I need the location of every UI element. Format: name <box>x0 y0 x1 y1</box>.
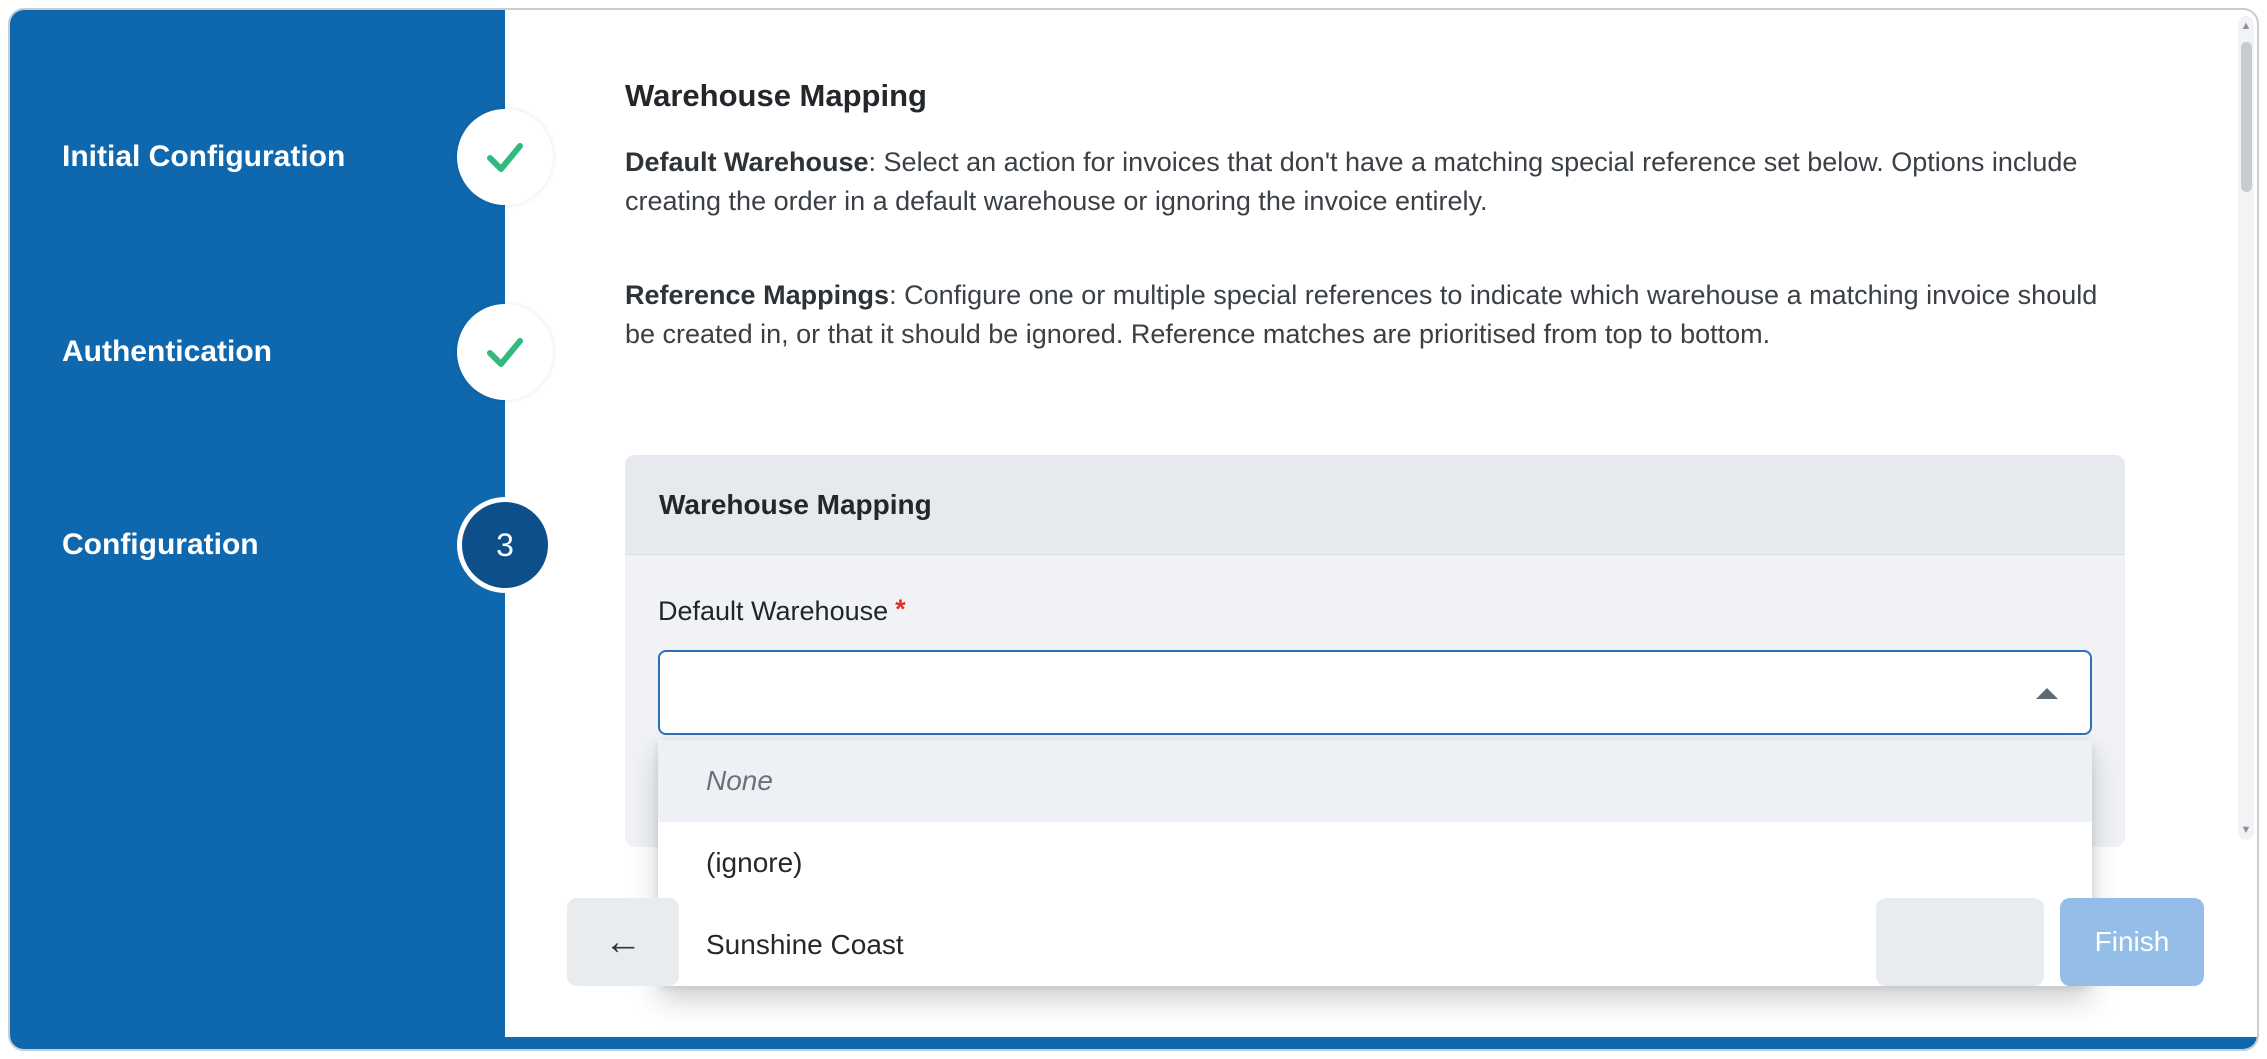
finish-button[interactable]: Finish <box>2060 898 2204 986</box>
paragraph-lead: Reference Mappings <box>625 280 890 310</box>
paragraph-body: : Configure one or multiple special refe… <box>625 280 2098 349</box>
dropdown-option-ignore[interactable]: (ignore) <box>706 847 803 878</box>
intro-paragraph-default-warehouse: Default Warehouse: Select an action for … <box>625 143 2122 221</box>
step-initial-configuration-status <box>457 109 553 205</box>
dropdown-option-sunshine-coast[interactable]: Sunshine Coast <box>706 929 904 960</box>
bottom-accent-bar <box>10 1037 2257 1049</box>
paragraph-lead: Default Warehouse <box>625 147 869 177</box>
warehouse-dropdown-menu: None (ignore) Sunshine Coast <box>658 740 2092 986</box>
paragraph-body: : Select an action for invoices that don… <box>625 147 2078 216</box>
vertical-scrollbar[interactable]: ▲ ▼ <box>2238 16 2254 840</box>
step-number-badge: 3 <box>457 497 553 593</box>
field-label-text: Default Warehouse <box>658 596 889 626</box>
secondary-nav-button[interactable] <box>1876 898 2044 986</box>
chevron-up-icon <box>2036 687 2058 699</box>
page-title: Warehouse Mapping <box>625 77 927 113</box>
card-header: Warehouse Mapping <box>625 455 2125 555</box>
default-warehouse-label: Default Warehouse* <box>658 594 906 627</box>
setup-wizard-window: Initial Configuration Authentication Con… <box>8 8 2259 1051</box>
scroll-down-arrow-icon[interactable]: ▼ <box>2240 824 2252 836</box>
step-initial-configuration[interactable]: Initial Configuration <box>62 140 346 173</box>
dropdown-option-none[interactable]: None <box>658 740 2092 822</box>
required-asterisk: * <box>895 594 906 624</box>
step-authentication-status <box>457 304 553 400</box>
step-configuration[interactable]: Configuration <box>62 528 259 561</box>
step-number: 3 <box>496 526 514 563</box>
intro-paragraph-reference-mappings: Reference Mappings: Configure one or mul… <box>625 276 2122 354</box>
wizard-steps-sidebar <box>10 10 505 1049</box>
back-button[interactable]: ← <box>567 898 679 986</box>
checkmark-icon <box>487 338 523 367</box>
step-authentication[interactable]: Authentication <box>62 335 272 368</box>
default-warehouse-select[interactable] <box>658 650 2092 735</box>
scroll-up-arrow-icon[interactable]: ▲ <box>2240 20 2252 32</box>
checkmark-icon <box>487 143 523 172</box>
arrow-left-icon: ← <box>604 920 642 963</box>
scrollbar-thumb[interactable] <box>2240 42 2252 192</box>
